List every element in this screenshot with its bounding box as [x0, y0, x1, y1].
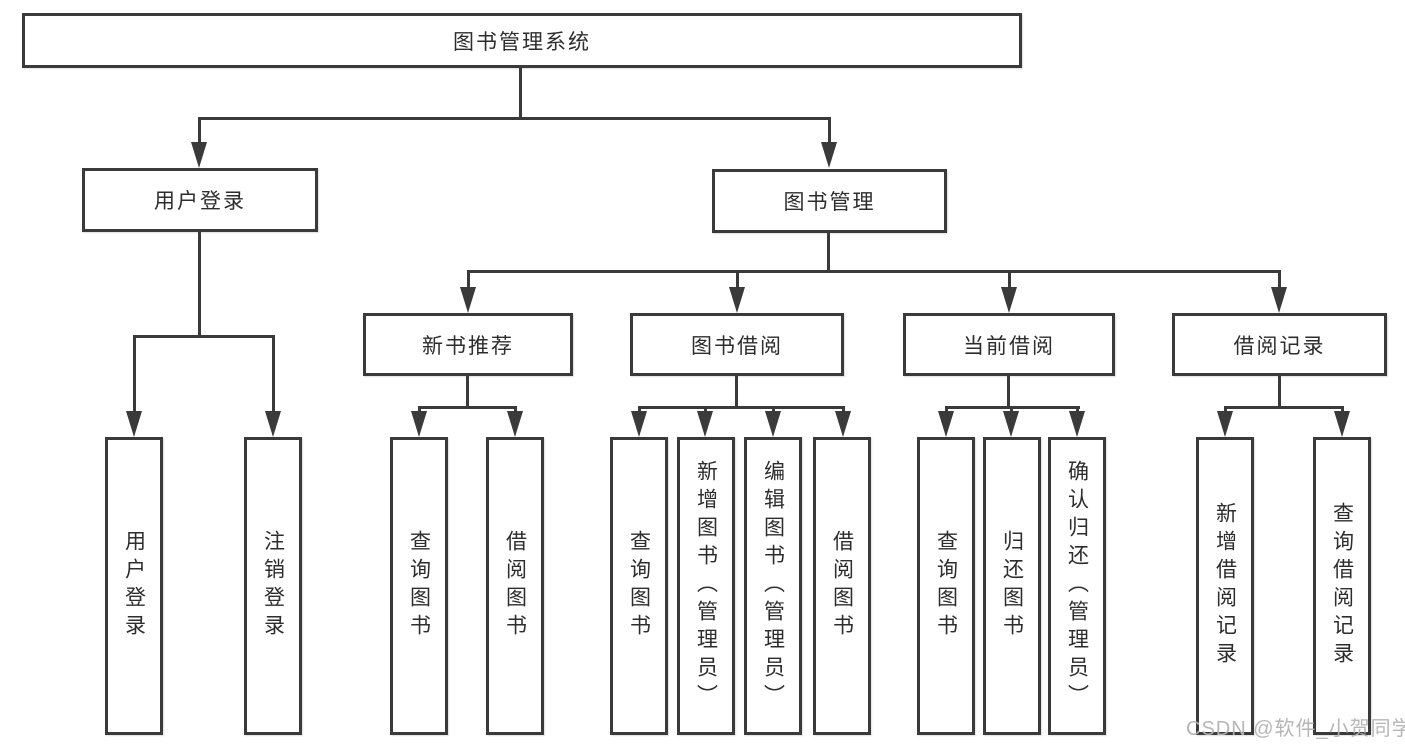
leaf-user-login-label: 用户登录 — [122, 530, 146, 642]
node-new-books: 新书推荐 — [363, 313, 573, 376]
arrow-down-icon — [729, 287, 745, 313]
connector-leaf-stem — [133, 335, 136, 414]
arrow-down-icon — [191, 142, 207, 168]
connector-new-books-down — [466, 376, 469, 408]
connector-level3-stem — [1278, 270, 1281, 291]
leaf-borrow-borrow: 借阅图书 — [813, 437, 871, 735]
leaf-newbooks-query-label: 查询图书 — [407, 530, 431, 642]
connector-leaf-stem — [272, 335, 275, 414]
leaf-newbooks-borrow: 借阅图书 — [486, 437, 544, 735]
node-new-books-label: 新书推荐 — [422, 334, 514, 358]
arrow-down-icon — [1003, 411, 1019, 437]
connector-level3-stem — [736, 270, 739, 291]
node-book-mgmt-label: 图书管理 — [783, 191, 876, 214]
csdn-watermark: CSDN @软件_小贺同学 — [1186, 718, 1405, 740]
connector-leaf-stem — [418, 406, 421, 415]
connector-leaf-stem — [704, 406, 707, 415]
leaf-newbooks-borrow-label: 借阅图书 — [503, 530, 527, 642]
leaf-logout-label: 注销登录 — [261, 530, 285, 642]
connector-leaf-stem — [514, 406, 517, 415]
leaf-records-query-label: 查询借阅记录 — [1330, 502, 1354, 670]
connector-user-login-stem — [198, 117, 201, 146]
node-current-borrow: 当前借阅 — [903, 313, 1115, 376]
arrow-down-icon — [835, 411, 851, 437]
leaf-current-query: 查询图书 — [917, 437, 975, 735]
node-root-system: 图书管理系统 — [22, 13, 1022, 68]
connector-user-login-down — [198, 232, 201, 338]
leaf-records-query: 查询借阅记录 — [1313, 437, 1371, 735]
arrow-down-icon — [631, 411, 647, 437]
node-current-borrow-label: 当前借阅 — [963, 334, 1055, 358]
leaf-records-add: 新增借阅记录 — [1196, 437, 1254, 735]
node-book-borrow-label: 图书借阅 — [691, 334, 783, 358]
arrow-down-icon — [460, 287, 476, 313]
connector-leaf-stem — [1010, 406, 1013, 415]
arrow-down-icon — [1334, 411, 1350, 437]
arrow-down-icon — [265, 411, 281, 437]
node-book-borrow: 图书借阅 — [630, 313, 844, 376]
leaf-current-return: 归还图书 — [983, 437, 1041, 735]
node-borrow-records-label: 借阅记录 — [1233, 334, 1326, 358]
arrow-down-icon — [1271, 287, 1287, 313]
connector-root-bar — [198, 117, 831, 120]
connector-new-books-bar — [418, 406, 517, 409]
arrow-down-icon — [697, 411, 713, 437]
leaf-borrow-edit-admin-label: 编辑图书（管理员） — [761, 460, 785, 712]
leaf-records-add-label: 新增借阅记录 — [1213, 502, 1237, 670]
node-book-mgmt: 图书管理 — [712, 169, 947, 233]
leaf-current-confirm-admin: 确认归还（管理员） — [1048, 437, 1106, 735]
connector-leaf-stem — [638, 406, 641, 415]
leaf-borrow-query: 查询图书 — [610, 437, 668, 735]
connector-book-borrow-down — [735, 376, 738, 408]
node-user-login: 用户登录 — [82, 168, 318, 232]
connector-borrow-records-down — [1278, 376, 1281, 408]
arrow-down-icon — [765, 411, 781, 437]
leaf-borrow-add-admin-label: 新增图书（管理员） — [694, 460, 718, 712]
leaf-current-return-label: 归还图书 — [1000, 530, 1024, 642]
arrow-down-icon — [821, 142, 837, 168]
arrow-down-icon — [411, 411, 427, 437]
leaf-borrow-edit-admin: 编辑图书（管理员） — [744, 437, 802, 735]
connector-leaf-stem — [945, 406, 948, 415]
arrow-down-icon — [1001, 287, 1017, 313]
leaf-borrow-query-label: 查询图书 — [627, 530, 651, 642]
node-root-label: 图书管理系统 — [453, 30, 591, 54]
leaf-newbooks-query: 查询图书 — [390, 437, 448, 735]
connector-book-mgmt-stem — [828, 117, 831, 146]
leaf-borrow-add-admin: 新增图书（管理员） — [677, 437, 735, 735]
node-borrow-records: 借阅记录 — [1172, 313, 1387, 376]
arrow-down-icon — [1217, 411, 1233, 437]
connector-borrow-records-bar — [1224, 406, 1344, 409]
connector-root-stem — [519, 68, 522, 120]
connector-leaf-stem — [842, 406, 845, 415]
connector-level3-stem — [1008, 270, 1011, 291]
arrow-down-icon — [938, 411, 954, 437]
connector-leaf-stem — [1341, 406, 1344, 415]
connector-leaf-stem — [1076, 406, 1079, 415]
connector-book-mgmt-bar — [467, 270, 1281, 273]
connector-current-borrow-down — [1007, 376, 1010, 408]
leaf-current-confirm-admin-label: 确认归还（管理员） — [1065, 460, 1089, 712]
arrow-down-icon — [126, 411, 142, 437]
arrow-down-icon — [1069, 411, 1085, 437]
connector-book-borrow-bar — [638, 406, 845, 409]
connector-leaf-stem — [1224, 406, 1227, 415]
leaf-user-login: 用户登录 — [105, 437, 163, 735]
connector-user-login-bar — [133, 335, 275, 338]
leaf-current-query-label: 查询图书 — [934, 530, 958, 642]
connector-level3-stem — [467, 270, 470, 291]
arrow-down-icon — [507, 411, 523, 437]
node-user-login-label: 用户登录 — [154, 190, 246, 213]
connector-leaf-stem — [772, 406, 775, 415]
connector-book-mgmt-down — [827, 233, 830, 273]
leaf-logout: 注销登录 — [244, 437, 302, 735]
leaf-borrow-borrow-label: 借阅图书 — [830, 530, 854, 642]
